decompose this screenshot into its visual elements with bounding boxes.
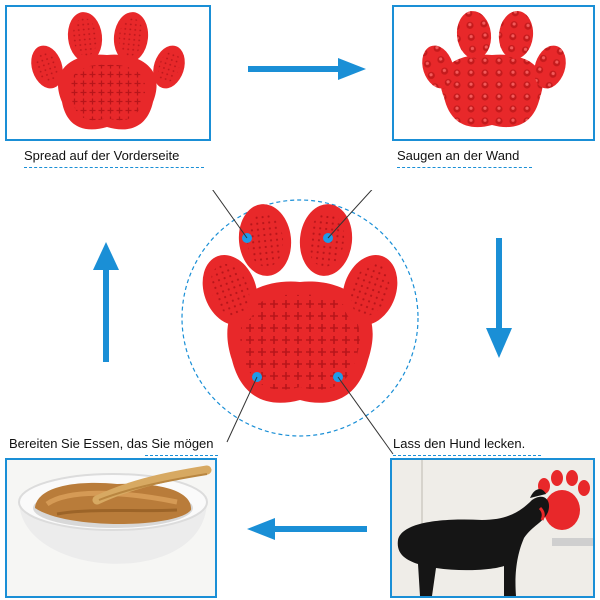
- step-label-spread: Spread auf der Vorderseite: [24, 148, 180, 163]
- arrow-up-icon: [93, 242, 119, 362]
- panel-prepare-food: [5, 458, 217, 598]
- paw-mat-suction-back-icon: [422, 11, 566, 128]
- dog-photo-icon: [392, 460, 593, 596]
- panel-dog-licks: [390, 458, 595, 598]
- arrow-left-icon: [247, 518, 367, 540]
- arrow-right-icon: [248, 58, 366, 80]
- caption-underline: [24, 167, 204, 168]
- arrow-down-icon: [486, 238, 512, 358]
- paw-mat-center: [181, 190, 419, 437]
- caption-underline: [393, 455, 541, 456]
- step-label-suction: Saugen an der Wand: [397, 148, 520, 163]
- leader-lines: [226, 376, 394, 455]
- caption-underline: [397, 167, 532, 168]
- peanut-butter-bowl-icon: [7, 460, 215, 596]
- panel-spread-front: [5, 5, 211, 141]
- step-label-prepare-food: Bereiten Sie Essen, das Sie mögen: [9, 436, 214, 451]
- step-label-dog-licks: Lass den Hund lecken.: [393, 436, 526, 451]
- caption-underline: [145, 455, 218, 456]
- panel-suction-back: [392, 5, 595, 141]
- paw-mat-front-icon: [31, 12, 185, 130]
